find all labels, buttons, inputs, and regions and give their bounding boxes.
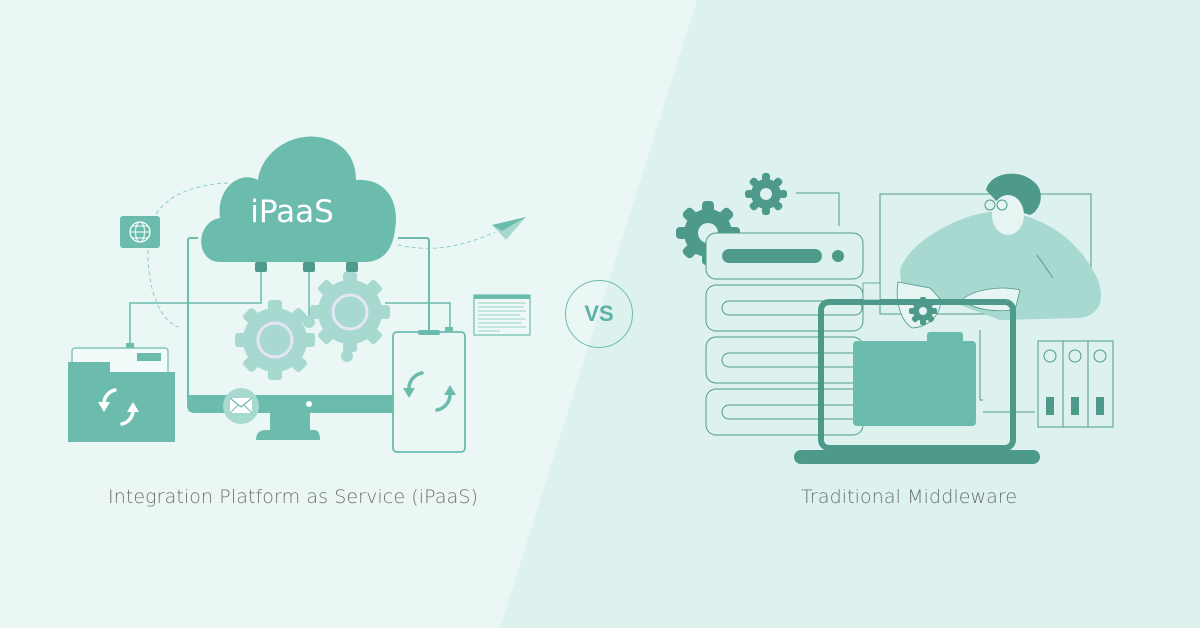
ipaas-caption: Integration Platform as Service (iPaaS)	[108, 486, 479, 508]
mail-icon	[223, 388, 259, 424]
cloud-label: iPaaS	[250, 194, 334, 230]
phone-sync-icon	[392, 327, 466, 453]
document-window-icon	[473, 294, 531, 336]
globe-icon	[120, 216, 160, 248]
folder-icon	[853, 332, 976, 426]
vs-badge: VS	[565, 280, 633, 348]
server-stack-icon	[705, 232, 864, 436]
cloud-icon	[201, 136, 396, 272]
person-icon	[896, 173, 1101, 329]
gear-icon	[909, 297, 937, 325]
middleware-caption: Traditional Middleware	[801, 486, 1018, 508]
gear-icon	[235, 272, 390, 380]
paper-plane-icon	[492, 217, 526, 240]
folder-sync-icon	[68, 343, 175, 442]
binders-icon	[1037, 340, 1114, 428]
